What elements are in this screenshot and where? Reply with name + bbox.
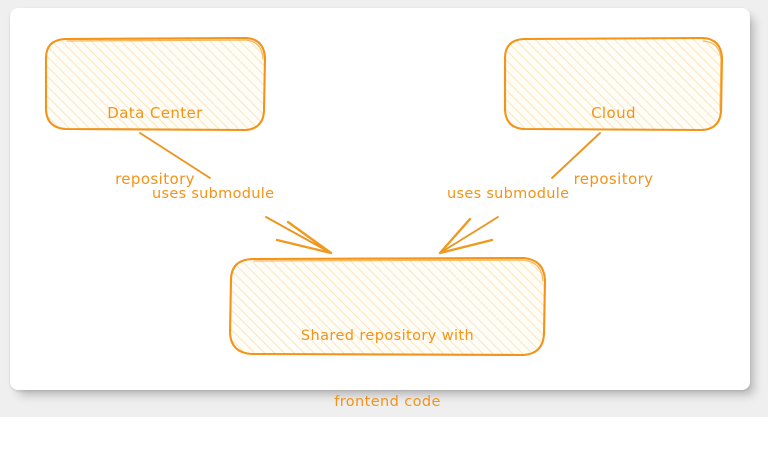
edge-segment-upper: [551, 132, 601, 179]
node-shared-repository[interactable]: [228, 256, 547, 357]
diagram-canvas: Data Center repository Cloud repository …: [0, 0, 768, 417]
node-shape: [228, 256, 547, 357]
arrowhead-right: [438, 217, 494, 255]
node-shape-sketch-overstroke: [702, 40, 722, 111]
edge-segment-upper: [139, 132, 211, 179]
node-shape-sketch-overstroke: [253, 259, 544, 282]
node-shape-sketch-overstroke: [66, 39, 264, 60]
node-data-center-repository[interactable]: [44, 36, 267, 132]
edge-data-center-to-shared: [139, 132, 333, 255]
edge-segment-lower: [439, 216, 499, 254]
node-shape: [503, 36, 724, 132]
edge-cloud-to-shared: [438, 132, 601, 255]
node-cloud-repository[interactable]: [503, 36, 724, 132]
edge-segment-lower: [265, 216, 332, 254]
node-shape: [44, 36, 267, 132]
arrowhead-left: [275, 220, 333, 255]
diagram-drawing: [44, 36, 724, 357]
